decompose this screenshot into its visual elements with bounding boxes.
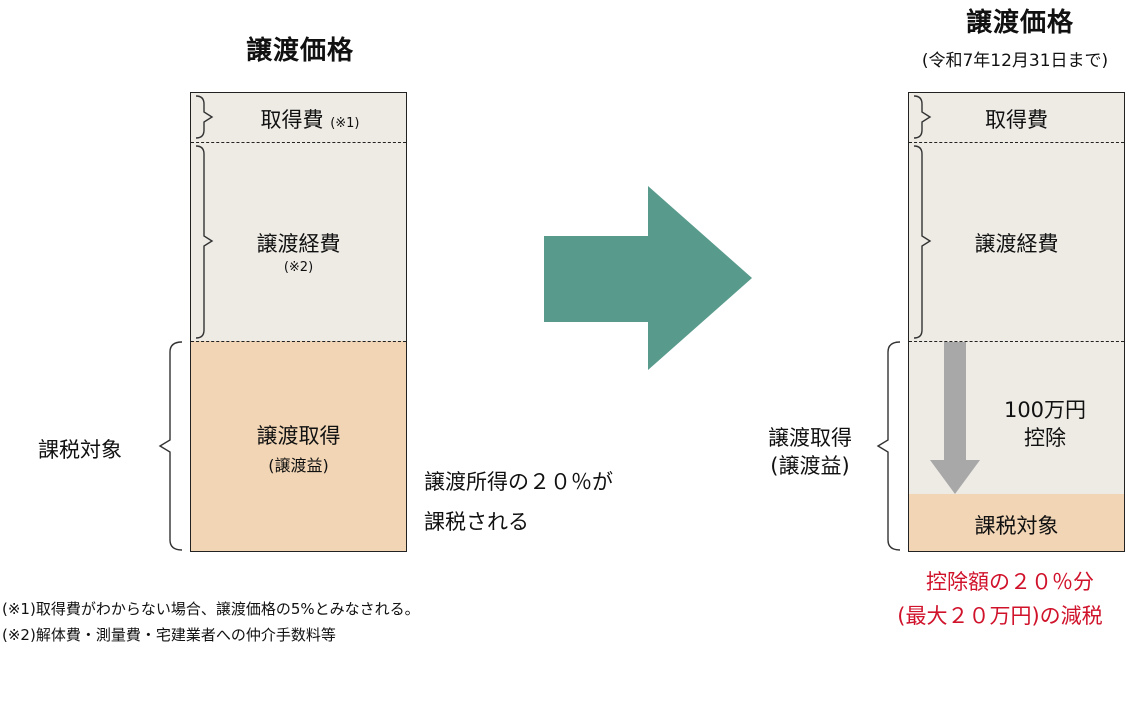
- right-transfer-income: 譲渡取得: [768, 426, 852, 450]
- right-acquisition-cost: 取得費: [985, 108, 1048, 132]
- right-expenses-brace: [913, 145, 932, 339]
- deduction-arrow: [930, 342, 980, 494]
- left-expenses-brace: [195, 145, 214, 339]
- left-transfer-expenses: 譲渡経費: [256, 232, 341, 256]
- right-reduction-line1: 控除額の２０％分: [926, 570, 1094, 594]
- left-taxable-brace: [158, 341, 183, 551]
- left-acquisition-cost: 取得費 (※1): [230, 104, 390, 134]
- left-divider-2: [191, 341, 406, 342]
- footnote-2: (※2)解体費・測量費・宅建業者への仲介手数料等: [2, 626, 336, 644]
- left-title: 譲渡価格: [245, 36, 354, 66]
- right-deduction-amount: 100万円: [1003, 398, 1087, 422]
- left-transfer-income-sub: (譲渡益): [268, 456, 329, 475]
- right-transfer-expenses: 譲渡経費: [974, 232, 1059, 256]
- left-income-section: [191, 341, 406, 551]
- transition-arrow: [544, 186, 752, 370]
- right-subtitle: (令和7年12月31日まで): [921, 51, 1109, 71]
- right-divider-1: [909, 142, 1124, 143]
- right-taxable-section: [909, 494, 1124, 551]
- right-transfer-income-sub: (譲渡益): [770, 454, 850, 478]
- left-transfer-expenses-note: (※2): [283, 260, 314, 275]
- left-taxable-label: 課税対象: [38, 438, 122, 462]
- right-title: 譲渡価格: [965, 8, 1074, 38]
- right-acquisition-brace: [913, 95, 932, 139]
- right-reduction-line2: (最大２０万円)の減税: [897, 604, 1103, 628]
- left-acquisition-note-mark: (※1): [330, 116, 360, 131]
- left-acquisition-brace: [195, 95, 214, 139]
- left-divider-1: [191, 142, 406, 143]
- left-acquisition-cost-label: 取得費: [260, 108, 324, 132]
- left-tax-note-line2: 課税される: [424, 510, 529, 534]
- footnote-1: (※1)取得費がわからない場合、譲渡価格の5%とみなされる。: [2, 600, 420, 618]
- right-deduction-label: 控除: [1024, 426, 1066, 450]
- left-tax-note-line1: 譲渡所得の２０％が: [424, 470, 613, 494]
- right-taxable-label: 課税対象: [974, 514, 1059, 538]
- right-divider-2: [909, 341, 1124, 342]
- left-transfer-income: 譲渡取得: [256, 424, 341, 448]
- right-income-brace: [876, 341, 901, 551]
